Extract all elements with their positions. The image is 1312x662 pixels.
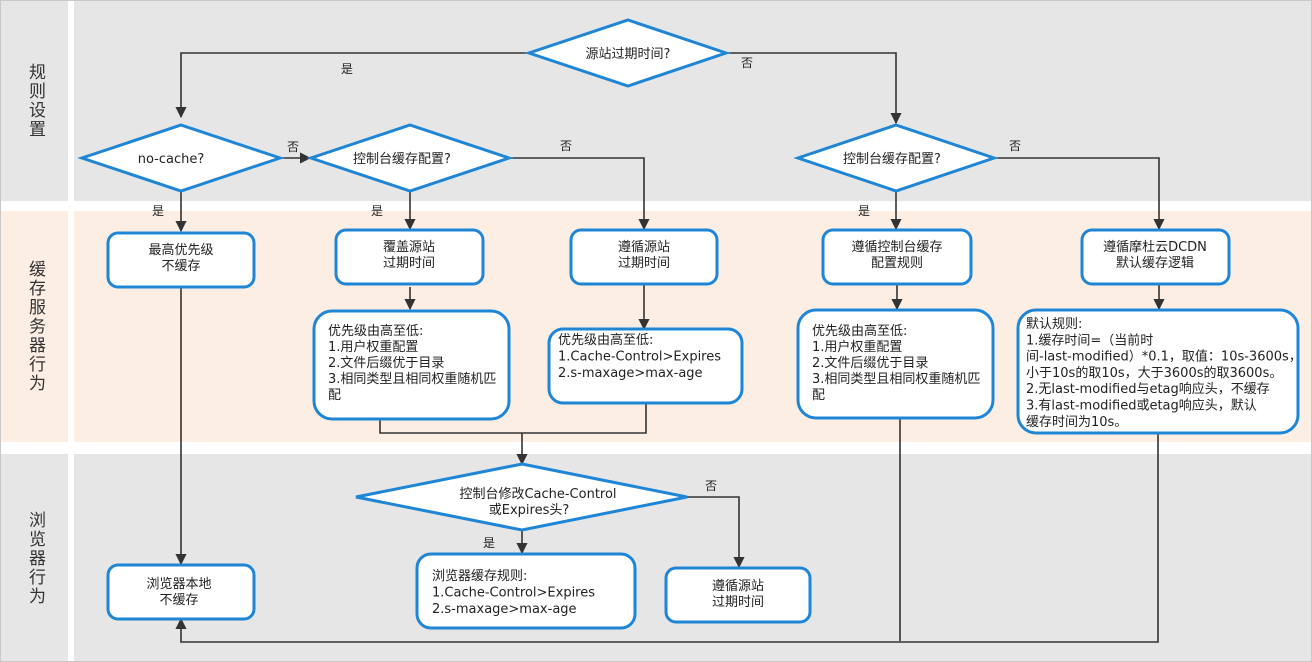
- decision-console-header: 控制台修改Cache-Control 或Expires头?: [355, 462, 688, 532]
- box-default-rules-line2: 1.缓存时间=（当前时: [1026, 332, 1153, 348]
- decision-origin-expire: 源站过期时间?: [524, 18, 731, 88]
- edge-origin-no-to-console-right: [726, 52, 902, 125]
- lane-rules-header: 规则设置: [1, 1, 68, 201]
- decision-console-config-right-text: 控制台缓存配置?: [843, 152, 941, 167]
- box-priority-left-line4: 3.相同类型且相同权重随机匹: [328, 371, 496, 387]
- box-browser-no-cache: 浏览器本地 不缓存: [106, 563, 256, 621]
- box-priority-right-line1: 优先级由高至低:: [812, 323, 907, 339]
- decision-console-header-line2: 或Expires头?: [489, 503, 570, 518]
- lane-browser-bg: [74, 454, 1311, 661]
- lane-rules-label: 规则设置: [25, 63, 45, 139]
- edge-label-nocache-yes: 是: [152, 204, 164, 218]
- box-priority-right-line4: 3.相同类型且相同权重随机匹: [812, 371, 980, 387]
- box-priority-right-line2: 1.用户权重配置: [812, 339, 902, 355]
- box-priority-right-line3: 2.文件后缀优于目录: [812, 356, 928, 371]
- box-default-rules-line7: 缓存时间为10s。: [1026, 415, 1127, 430]
- lane-server-header: 缓存服务器行为: [1, 211, 68, 442]
- edge-label-origin-yes: 是: [341, 62, 353, 76]
- edge-origin-yes-to-nocache: [175, 52, 529, 119]
- box-follow-origin-line1: 遵循源站: [618, 239, 670, 255]
- edge-label-console-header-no: 否: [705, 479, 717, 493]
- box-highest-no-cache: 最高优先级 不缓存: [106, 231, 256, 289]
- lane-rules-bg: [74, 1, 1311, 201]
- edge-label-console-left-no: 否: [560, 139, 572, 153]
- decision-origin-expire-text: 源站过期时间?: [586, 47, 671, 62]
- edge-label-console-left-yes: 是: [371, 204, 383, 218]
- box-override-origin-line1: 覆盖源站: [383, 240, 435, 255]
- box-priority-origin: 优先级由高至低: 1.Cache-Control>Expires2.s-maxag…: [547, 327, 744, 405]
- box-browser-rules: 浏览器缓存规则: 1.Cache-Control>Expires2.s-maxag…: [415, 552, 637, 630]
- box-priority-left: 优先级由高至低:1.用户权重配置2.文件后缀优于目录3.相同类型且相同权重随机匹…: [312, 309, 511, 421]
- box-follow-console-line1: 遵循控制台缓存: [851, 239, 942, 255]
- decision-no-cache: no-cache?: [77, 123, 285, 193]
- edge-console-left-no-to-follow-origin: [509, 157, 650, 231]
- box-follow-default-line1: 遵循摩杜云DCDN: [1103, 239, 1207, 255]
- box-priority-left-line2: 1.用户权重配置: [328, 339, 418, 355]
- box-browser-no-cache-line2: 不缓存: [159, 593, 198, 608]
- box-priority-right: 优先级由高至低:1.用户权重配置2.文件后缀优于目录3.相同类型且相同权重随机匹…: [796, 308, 995, 420]
- edge-label-nocache-no: 否: [287, 140, 299, 154]
- box-default-rules-line3: 间-last-modified）*0.1，取值：10s-3600s，: [1026, 349, 1302, 365]
- box-highest-no-cache-line2: 不缓存: [161, 259, 200, 274]
- box-follow-console: 遵循控制台缓存 配置规则: [821, 228, 973, 286]
- decision-console-config-left: 控制台缓存配置?: [306, 123, 514, 193]
- box-browser-rules-line3: 2.s-maxage>max-age: [432, 602, 577, 617]
- edge-default-rules-to-browser-nocache: [175, 433, 1159, 643]
- edge-label-console-right-yes: 是: [858, 204, 870, 218]
- lane-browser-header: 浏览器行为: [1, 454, 68, 661]
- decision-no-cache-text: no-cache?: [138, 152, 205, 167]
- box-priority-origin-line3: 2.s-maxage>max-age: [558, 366, 703, 381]
- box-browser-rules-line1: 浏览器缓存规则:: [432, 568, 527, 584]
- decision-console-config-right: 控制台缓存配置?: [793, 123, 999, 193]
- edge-console-header-no-to-browser-follow: [687, 496, 745, 569]
- box-priority-right-line5: 配: [812, 388, 825, 403]
- box-override-origin-line2: 过期时间: [383, 256, 435, 271]
- edge-label-console-right-no: 否: [1009, 139, 1021, 153]
- box-override-origin: 覆盖源站 过期时间: [334, 228, 485, 286]
- box-follow-console-line2: 配置规则: [871, 256, 923, 271]
- decision-console-header-line1: 控制台修改Cache-Control: [459, 487, 616, 502]
- edge-label-origin-no: 否: [741, 56, 753, 70]
- box-default-rules-line4: 小于10s的取10s，大于3600s的取3600s。: [1026, 365, 1282, 381]
- lane-browser-label-bg: [1, 454, 68, 661]
- edge-console-right-no-to-follow-default: [994, 157, 1165, 231]
- box-browser-follow-origin-line1: 遵循源站: [712, 578, 764, 594]
- box-priority-origin-line1: 优先级由高至低:: [558, 332, 653, 348]
- lane-server-label-bg: [1, 211, 68, 442]
- box-default-rules-line6: 3.有last-modified或etag响应头，默认: [1026, 398, 1257, 414]
- box-priority-origin-line2: 1.Cache-Control>Expires: [558, 350, 721, 365]
- lane-browser-label: 浏览器行为: [25, 511, 45, 606]
- decision-console-config-left-text: 控制台缓存配置?: [353, 152, 451, 167]
- box-highest-no-cache-line1: 最高优先级: [148, 242, 213, 258]
- box-follow-origin-line2: 过期时间: [618, 256, 670, 271]
- box-browser-no-cache-line1: 浏览器本地: [146, 576, 211, 592]
- box-default-rules-line5: 2.无last-modified与etag响应头，不缓存: [1026, 381, 1270, 397]
- lane-server-label: 缓存服务器行为: [25, 260, 45, 393]
- box-priority-left-line5: 配: [328, 388, 341, 403]
- box-browser-follow-origin-line2: 过期时间: [712, 595, 764, 610]
- box-follow-default: 遵循摩杜云DCDN 默认缓存逻辑: [1080, 228, 1231, 286]
- box-follow-default-line2: 默认缓存逻辑: [1116, 255, 1194, 271]
- edge-label-console-header-yes: 是: [483, 536, 495, 550]
- edge-priority-left-merge: [379, 403, 647, 434]
- box-priority-left-line3: 2.文件后缀优于目录: [328, 356, 444, 371]
- box-follow-origin: 遵循源站 过期时间: [569, 228, 719, 286]
- box-default-rules-line1: 默认规则:: [1026, 316, 1082, 332]
- box-default-rules: 默认规则:1.缓存时间=（当前时间-last-modified）*0.1，取值：…: [1016, 308, 1302, 435]
- box-browser-follow-origin: 遵循源站 过期时间: [664, 566, 812, 624]
- lane-rules-label-bg: [1, 1, 68, 201]
- box-priority-left-line1: 优先级由高至低:: [328, 323, 423, 339]
- box-browser-rules-line2: 1.Cache-Control>Expires: [432, 586, 595, 601]
